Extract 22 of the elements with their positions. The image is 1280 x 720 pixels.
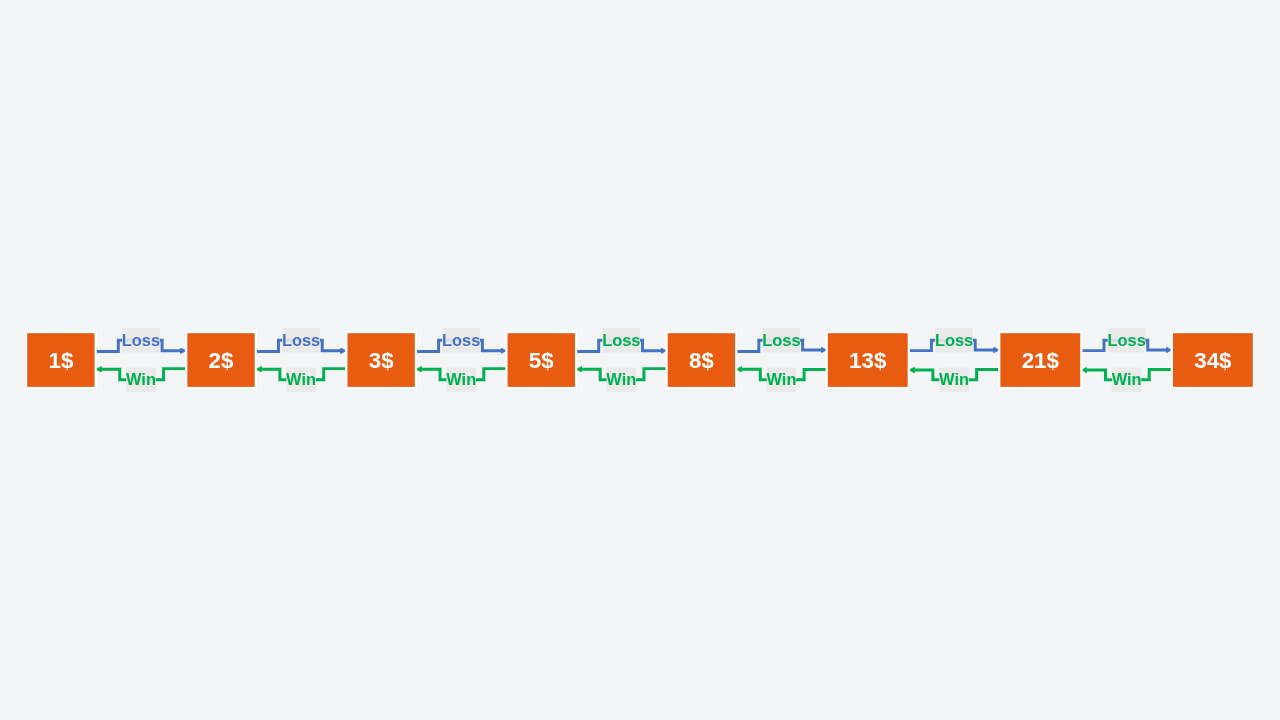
node-box: 3$ <box>345 330 418 390</box>
edge-label: Win <box>1111 370 1142 390</box>
edge-label: Loss <box>1107 330 1146 350</box>
edge-label: Loss <box>442 330 481 350</box>
edge-label: Loss <box>602 330 641 350</box>
node-box: 1$ <box>24 330 97 390</box>
edge-label: Win <box>446 370 477 390</box>
node-box: 34$ <box>1170 330 1256 390</box>
node-box: 21$ <box>998 330 1083 390</box>
node-box: 13$ <box>825 330 910 390</box>
node-box: 8$ <box>665 330 738 390</box>
edge-label: Win <box>125 370 156 390</box>
node-box: 5$ <box>505 330 578 390</box>
edge-label: Loss <box>762 330 801 350</box>
edge-label: Win <box>766 370 797 390</box>
edge-label: Win <box>606 370 637 390</box>
edge-label: Win <box>939 370 969 390</box>
edge-label: Loss <box>121 330 161 350</box>
edge-label: Loss <box>281 330 321 350</box>
node-box: 2$ <box>185 330 257 390</box>
edge-label: Loss <box>934 330 974 350</box>
edge-label: Win <box>286 370 317 390</box>
